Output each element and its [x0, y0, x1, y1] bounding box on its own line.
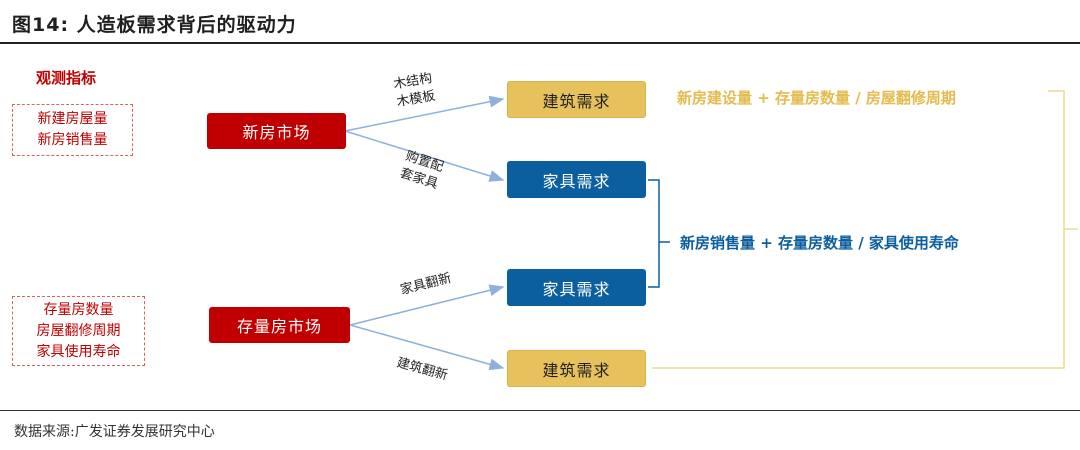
indicator-item: 新建房屋量 [37, 111, 108, 127]
title-rule [0, 42, 1080, 44]
existing-house-indicators: 存量房数量 房屋翻修周期 家具使用寿命 [12, 296, 145, 366]
construction-demand-node-top: 建筑需求 [507, 81, 646, 118]
indicator-item: 新房销售量 [37, 132, 108, 148]
edge-label-wood-structure: 木结构 木模板 [392, 70, 437, 112]
construction-demand-node-bottom: 建筑需求 [507, 350, 646, 387]
furniture-bracket [648, 179, 670, 288]
existing-house-market-node: 存量房市场 [209, 307, 350, 343]
new-house-indicators: 新建房屋量 新房销售量 [12, 104, 133, 156]
arrow-existing-to-furniture [349, 284, 505, 326]
footer-rule [0, 410, 1080, 411]
furniture-formula: 新房销售量 + 存量房数量 / 家具使用寿命 [680, 234, 959, 252]
indicator-heading: 观测指标 [36, 69, 97, 87]
source-note: 数据来源:广发证券发展研究中心 [14, 424, 215, 440]
indicator-item: 房屋翻修周期 [36, 322, 121, 339]
construction-bracket [652, 90, 1065, 369]
furniture-demand-node-top: 家具需求 [507, 161, 646, 198]
figure-title: 图14: 人造板需求背后的驱动力 [12, 14, 297, 36]
arrow-existing-to-construction [349, 324, 505, 371]
new-house-market-node: 新房市场 [207, 113, 346, 149]
indicator-item: 家具使用寿命 [36, 343, 121, 360]
construction-formula: 新房建设量 + 存量房数量 / 房屋翻修周期 [677, 89, 956, 107]
indicator-item: 存量房数量 [43, 301, 114, 318]
furniture-demand-node-bottom: 家具需求 [507, 269, 646, 306]
arrow-new-to-furniture [344, 130, 505, 182]
arrow-new-to-construction [344, 95, 505, 132]
